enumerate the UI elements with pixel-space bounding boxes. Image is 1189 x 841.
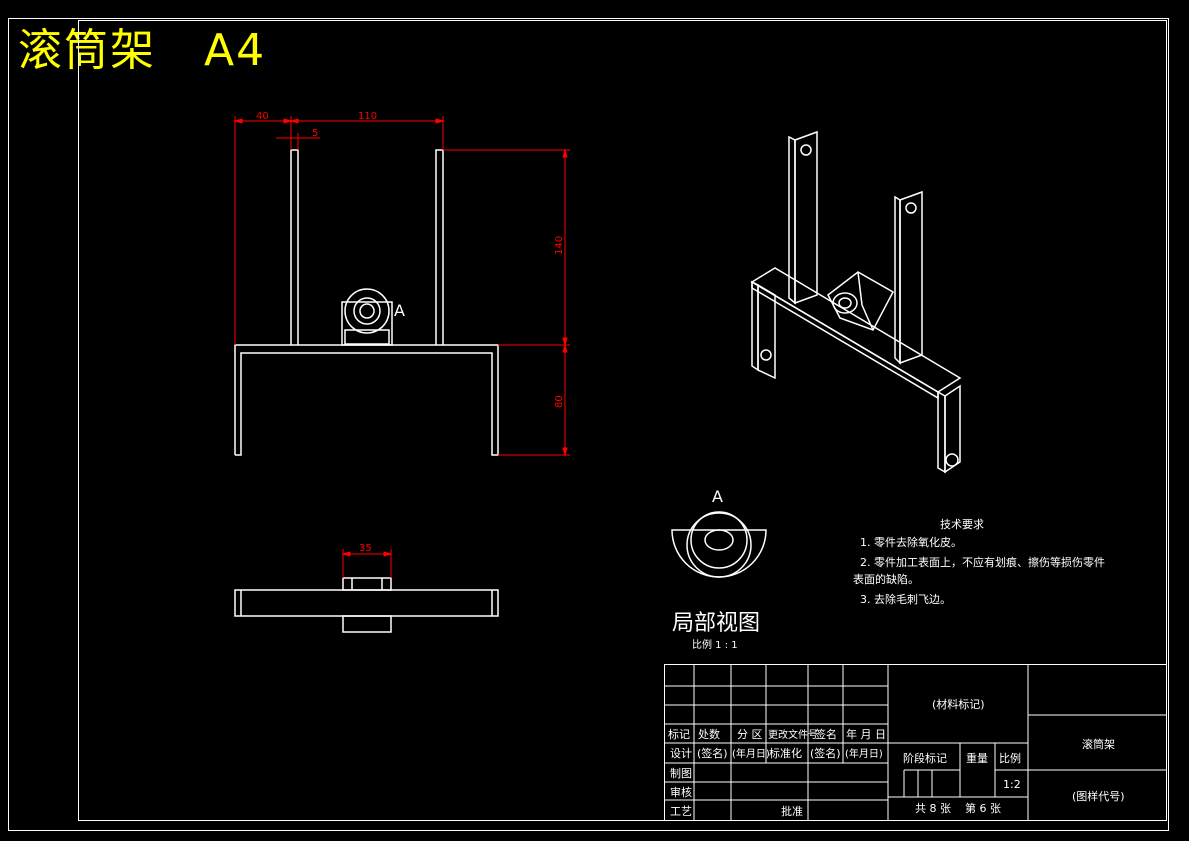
tech-item-3: 3. 去除毛刺飞边。 bbox=[860, 592, 951, 606]
tb-draw: 制图 bbox=[670, 767, 692, 780]
tb-standard-date: (年月日) bbox=[845, 747, 883, 760]
tb-sheets-total: 共 8 张 bbox=[915, 802, 951, 815]
tb-weight: 重量 bbox=[966, 751, 988, 765]
tb-approve: 批准 bbox=[781, 804, 803, 818]
paper-size: A4 bbox=[203, 25, 267, 76]
dim-5: 5 bbox=[312, 128, 318, 139]
tb-design-sign: (签名) bbox=[697, 746, 728, 760]
tb-design-date: (年月日) bbox=[732, 747, 770, 760]
tb-design: 设计 bbox=[670, 747, 692, 760]
tb-part-name: 滚筒架 bbox=[1082, 737, 1115, 751]
tech-item-2: 2. 零件加工表面上，不应有划痕、擦伤等损伤零件 bbox=[860, 555, 1105, 569]
tb-process: 工艺 bbox=[670, 805, 692, 818]
tech-requirements: 技术要求 1. 零件去除氧化皮。 2. 零件加工表面上，不应有划痕、擦伤等损伤零… bbox=[853, 518, 1105, 606]
view-marker-a: A bbox=[394, 301, 405, 320]
tb-drawing-code: (图样代号) bbox=[1072, 789, 1125, 803]
title-block bbox=[664, 664, 1167, 821]
top-dimensions bbox=[341, 549, 393, 578]
tb-h-count: 处数 bbox=[698, 728, 720, 741]
title-block-text: (材料标记) 滚筒架 (图样代号) 标记 处数 分 区 更改文件号 签名 年 月… bbox=[668, 697, 1125, 818]
dim-35: 35 bbox=[359, 543, 372, 554]
tb-h-mark: 标记 bbox=[668, 727, 690, 741]
outer-border bbox=[8, 18, 1169, 831]
tb-sheet-no: 第 6 张 bbox=[965, 801, 1001, 815]
inner-border bbox=[78, 20, 1167, 821]
tech-title: 技术要求 bbox=[940, 518, 984, 531]
tb-h-zone: 分 区 bbox=[737, 728, 763, 741]
tb-standard: 标准化 bbox=[769, 746, 802, 760]
tb-h-sign: 签名 bbox=[815, 727, 837, 741]
drawing-title: 滚筒架 A4 bbox=[18, 14, 266, 78]
tb-scale-value: 1:2 bbox=[1003, 778, 1021, 791]
detail-view bbox=[671, 511, 767, 578]
isometric-view bbox=[750, 130, 962, 474]
tb-material: (材料标记) bbox=[932, 697, 985, 711]
detail-view-scale: 比例 1 : 1 bbox=[692, 638, 738, 651]
tb-h-change: 更改文件号 bbox=[768, 728, 818, 741]
tb-review: 审核 bbox=[670, 785, 692, 799]
tb-scale: 比例 bbox=[999, 751, 1021, 765]
detail-view-title: 局部视图 bbox=[672, 611, 760, 636]
dim-140: 140 bbox=[554, 236, 565, 255]
top-view bbox=[234, 577, 499, 633]
front-dimensions bbox=[233, 116, 570, 457]
tb-standard-sign: (签名) bbox=[810, 746, 841, 760]
tb-h-date: 年 月 日 bbox=[846, 727, 886, 741]
tech-item-2b: 表面的缺陷。 bbox=[853, 572, 919, 586]
tech-item-1: 1. 零件去除氧化皮。 bbox=[860, 535, 962, 549]
part-title: 滚筒架 bbox=[18, 25, 156, 76]
dim-110: 110 bbox=[358, 111, 377, 122]
dim-40: 40 bbox=[256, 111, 269, 122]
front-view bbox=[234, 149, 499, 456]
tb-stage: 阶段标记 bbox=[903, 751, 947, 765]
detail-marker-a: A bbox=[712, 487, 723, 506]
dim-80: 80 bbox=[554, 395, 565, 408]
